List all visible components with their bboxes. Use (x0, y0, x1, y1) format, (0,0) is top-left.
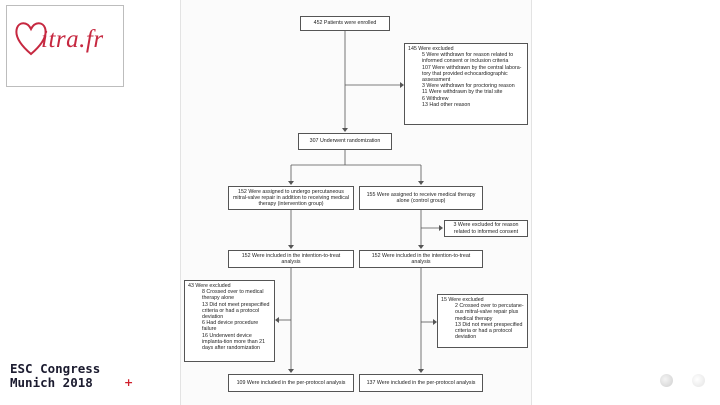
previous-slide-button[interactable] (660, 374, 673, 387)
excluded-control-text: 3 Were excluded for reason related to in… (453, 222, 519, 235)
itt-control-box: 152 Were included in the intention-to-tr… (359, 250, 483, 268)
enrolled-box: 452 Patients were enrolled (300, 16, 390, 31)
pp-control-text: 137 Were included in the per-protocol an… (366, 379, 476, 386)
pp-intervention-box: 109 Were included in the per-protocol an… (228, 374, 354, 392)
excluded-intervention-pp-title: 43 Were excluded (188, 283, 231, 289)
excluded-top-item: 6 Withdrew (422, 95, 449, 102)
excluded-top-item: 3 Were withdrawn for proctoring reason (422, 83, 515, 90)
pp-control-box: 137 Were included in the per-protocol an… (359, 374, 483, 392)
conference-label: ESC Congress Munich 2018 (10, 362, 100, 390)
randomized-box: 307 Underwent randomization (298, 133, 392, 150)
red-cross-icon: + (124, 376, 134, 389)
mitra-logo: itra.fr (6, 5, 124, 87)
randomized-text: 307 Underwent randomization (309, 138, 381, 145)
itt-control-text: 152 Were included in the intention-to-tr… (371, 252, 471, 265)
intervention-group-box: 152 Were assigned to undergo percutaneou… (228, 186, 354, 210)
excluded-top-item: 13 Had other reason (422, 101, 471, 108)
next-slide-button[interactable] (692, 374, 705, 387)
excluded-intervention-pp-item: 8 Crossed over to medical therapy alone (202, 289, 264, 302)
excluded-control-pp-item: 2 Crossed over to percutane-ous mitral-v… (455, 303, 524, 322)
excluded-control-pp-title: 15 Were excluded (441, 297, 484, 303)
excluded-intervention-pp-item: 6 Had device procedure failure (202, 320, 259, 333)
excluded-top-item: 107 Were withdrawn by the central labora… (422, 64, 522, 84)
excluded-control-pp-item: 13 Did not meet prespecified criteria or… (455, 321, 523, 341)
excluded-control-box: 3 Were excluded for reason related to in… (444, 220, 528, 237)
itt-intervention-text: 152 Were included in the intention-to-tr… (241, 252, 341, 265)
itt-intervention-box: 152 Were included in the intention-to-tr… (228, 250, 354, 268)
excluded-intervention-pp-item: 13 Did not meet prespecified criteria or… (202, 301, 270, 321)
pp-intervention-text: 109 Were included in the per-protocol an… (236, 379, 346, 386)
excluded-top-box: 145 Were excluded 5 Were withdrawn for r… (404, 43, 528, 125)
heart-icon (15, 22, 47, 56)
excluded-top-item: 5 Were withdrawn for reason related to i… (422, 52, 514, 65)
excluded-intervention-pp-box: 43 Were excluded 8 Crossed over to medic… (184, 280, 275, 362)
conference-line-1: ESC Congress (10, 361, 101, 376)
intervention-group-text: 152 Were assigned to undergo percutaneou… (233, 188, 349, 208)
conference-line-2: Munich 2018 (10, 375, 93, 390)
excluded-top-title: 145 Were excluded (408, 46, 454, 52)
control-group-box: 155 Were assigned to receive medical the… (359, 186, 483, 210)
excluded-control-pp-box: 15 Were excluded 2 Crossed over to percu… (437, 294, 528, 348)
excluded-intervention-pp-item: 16 Underwent device implanta-tion more t… (202, 332, 266, 352)
logo-wordmark: itra.fr (41, 26, 104, 53)
excluded-top-item: 11 Were withdrawn by the trial site (422, 89, 503, 96)
control-group-text: 155 Were assigned to receive medical the… (366, 191, 476, 204)
enrolled-text: 452 Patients were enrolled (313, 20, 377, 27)
